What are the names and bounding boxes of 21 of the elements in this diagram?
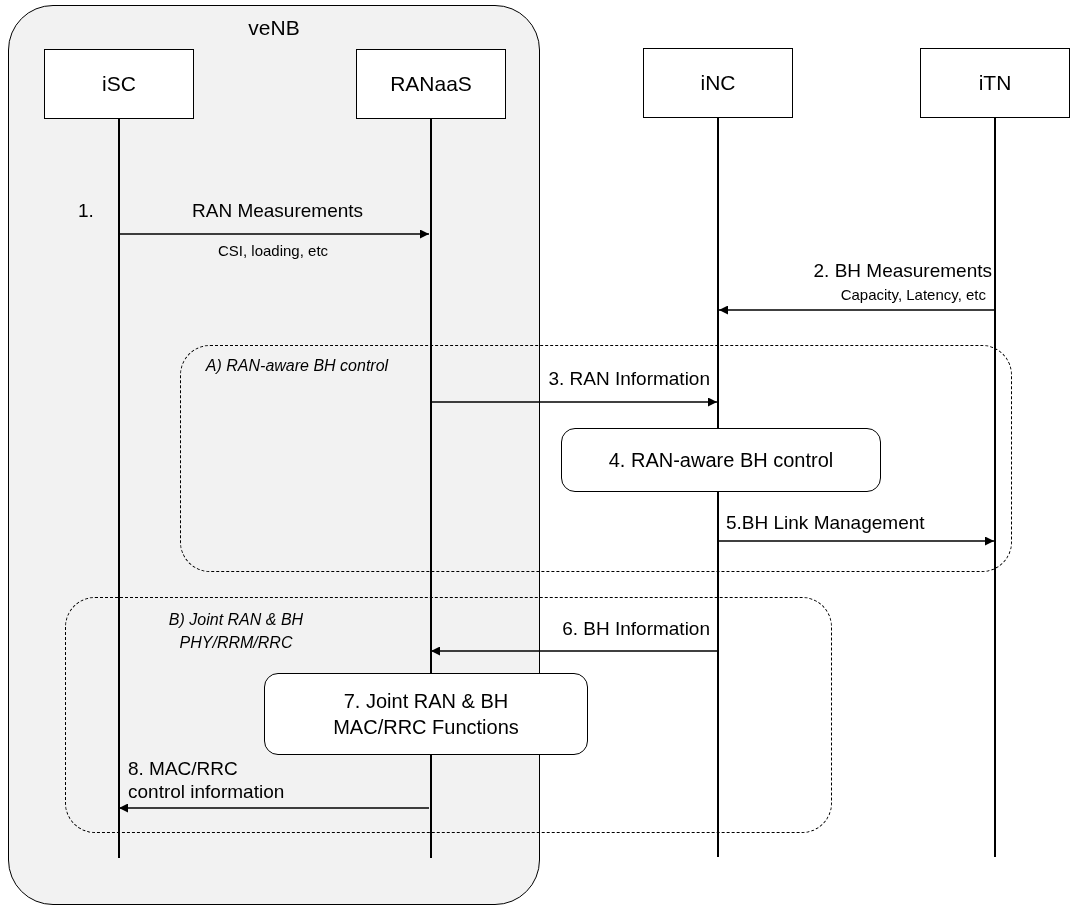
process-box	[561, 428, 881, 492]
arrow	[718, 305, 995, 315]
frame-label: B) Joint RAN & BH PHY/RRM/RRC	[167, 610, 305, 654]
step-number: 1.	[78, 200, 94, 222]
note-text: Capacity, Latency, etc	[840, 286, 986, 303]
box-text: 4. RAN-aware BH control	[607, 448, 835, 473]
group-title: veNB	[247, 16, 301, 40]
process-box	[264, 673, 588, 755]
participant-name: iSC	[102, 72, 136, 96]
participant-name: RANaaS	[390, 72, 472, 96]
arrow	[118, 803, 430, 813]
arrow	[430, 646, 718, 656]
arrow	[430, 397, 718, 407]
frame-label: A) RAN-aware BH control	[204, 356, 390, 376]
arrow	[718, 536, 995, 546]
participant-name: iTN	[978, 71, 1012, 95]
participant-name: iNC	[700, 71, 736, 95]
note-text: CSI, loading, etc	[218, 242, 329, 259]
group-box	[8, 5, 540, 905]
box-text: 7. Joint RAN & BH MAC/RRC Functions	[332, 689, 520, 740]
arrow	[118, 229, 430, 239]
